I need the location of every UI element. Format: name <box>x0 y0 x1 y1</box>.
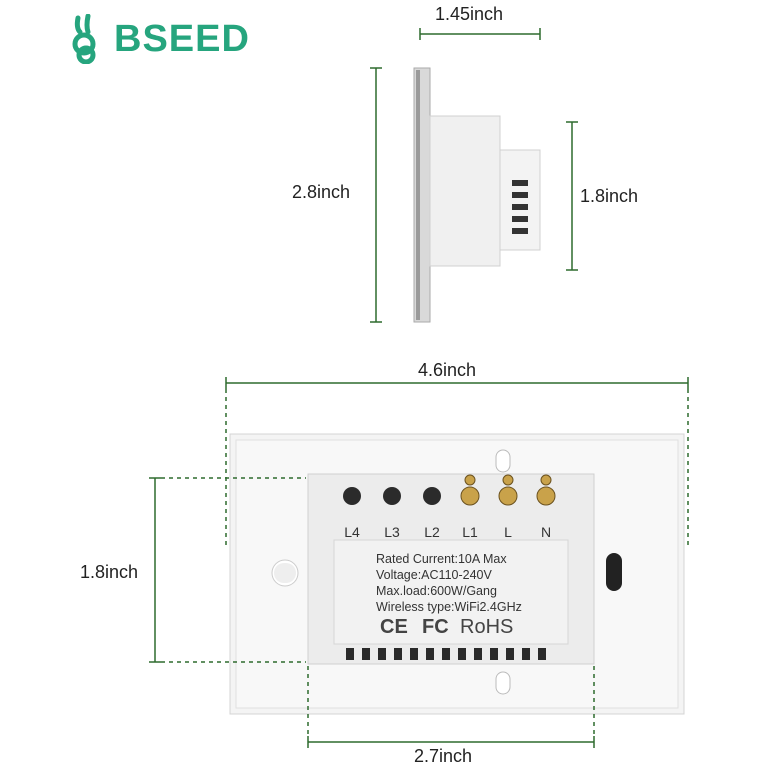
switch-module <box>307 473 595 665</box>
side-module-height-label: 1.8inch <box>580 186 639 206</box>
side-height-label: 2.8inch <box>292 182 351 202</box>
switch-side-profile <box>413 67 541 323</box>
plate-width-label: 4.6inch <box>418 360 477 380</box>
depth-dimension-line <box>419 28 541 40</box>
terminal-screw-l <box>498 486 518 506</box>
back-module-height-label: 1.8inch <box>80 562 139 582</box>
terminal-label-l4: L4 <box>344 524 360 540</box>
terminal-label-l2: L2 <box>424 524 440 540</box>
wireless-text: Wireless type:WiFi2.4GHz <box>376 600 522 614</box>
terminal-screw-n <box>536 486 556 506</box>
terminal-labels: L4 L3 L2 L1 L N <box>344 524 551 540</box>
terminal-screw-l1 <box>460 486 480 506</box>
brand-name: BSEED <box>114 17 250 60</box>
terminal-label-l: L <box>504 524 512 540</box>
terminal-label-l3: L3 <box>384 524 400 540</box>
back-module-height-dimension-line <box>149 477 306 663</box>
ce-mark: CE <box>380 616 408 638</box>
brand-logo: BSEED <box>68 14 250 64</box>
side-height-dimension-line <box>370 67 382 323</box>
terminal-screw-l2 <box>423 487 441 505</box>
module-width-dimension-line <box>307 666 595 748</box>
rohs-mark: RoHS <box>460 616 513 638</box>
rated-current-text: Rated Current:10A Max <box>376 552 507 566</box>
voltage-text: Voltage:AC110-240V <box>376 568 492 582</box>
depth-label: 1.45inch <box>435 4 504 24</box>
terminal-label-n: N <box>541 524 551 540</box>
plate-width-dimension-line <box>225 377 689 548</box>
side-module-height-dimension-line <box>566 121 578 271</box>
terminal-label-l1: L1 <box>462 524 478 540</box>
terminal-screws <box>343 474 556 506</box>
bseed-logo-icon <box>72 14 96 64</box>
terminal-screw-l3 <box>383 487 401 505</box>
module-width-label: 2.7inch <box>414 746 473 766</box>
rating-label: Rated Current:10A Max Voltage:AC110-240V… <box>376 552 522 614</box>
terminal-screw-l4 <box>343 487 361 505</box>
certification-marks: CE FC RoHS <box>380 616 513 638</box>
max-load-text: Max.load:600W/Gang <box>376 584 497 598</box>
fc-mark: FC <box>422 616 449 638</box>
